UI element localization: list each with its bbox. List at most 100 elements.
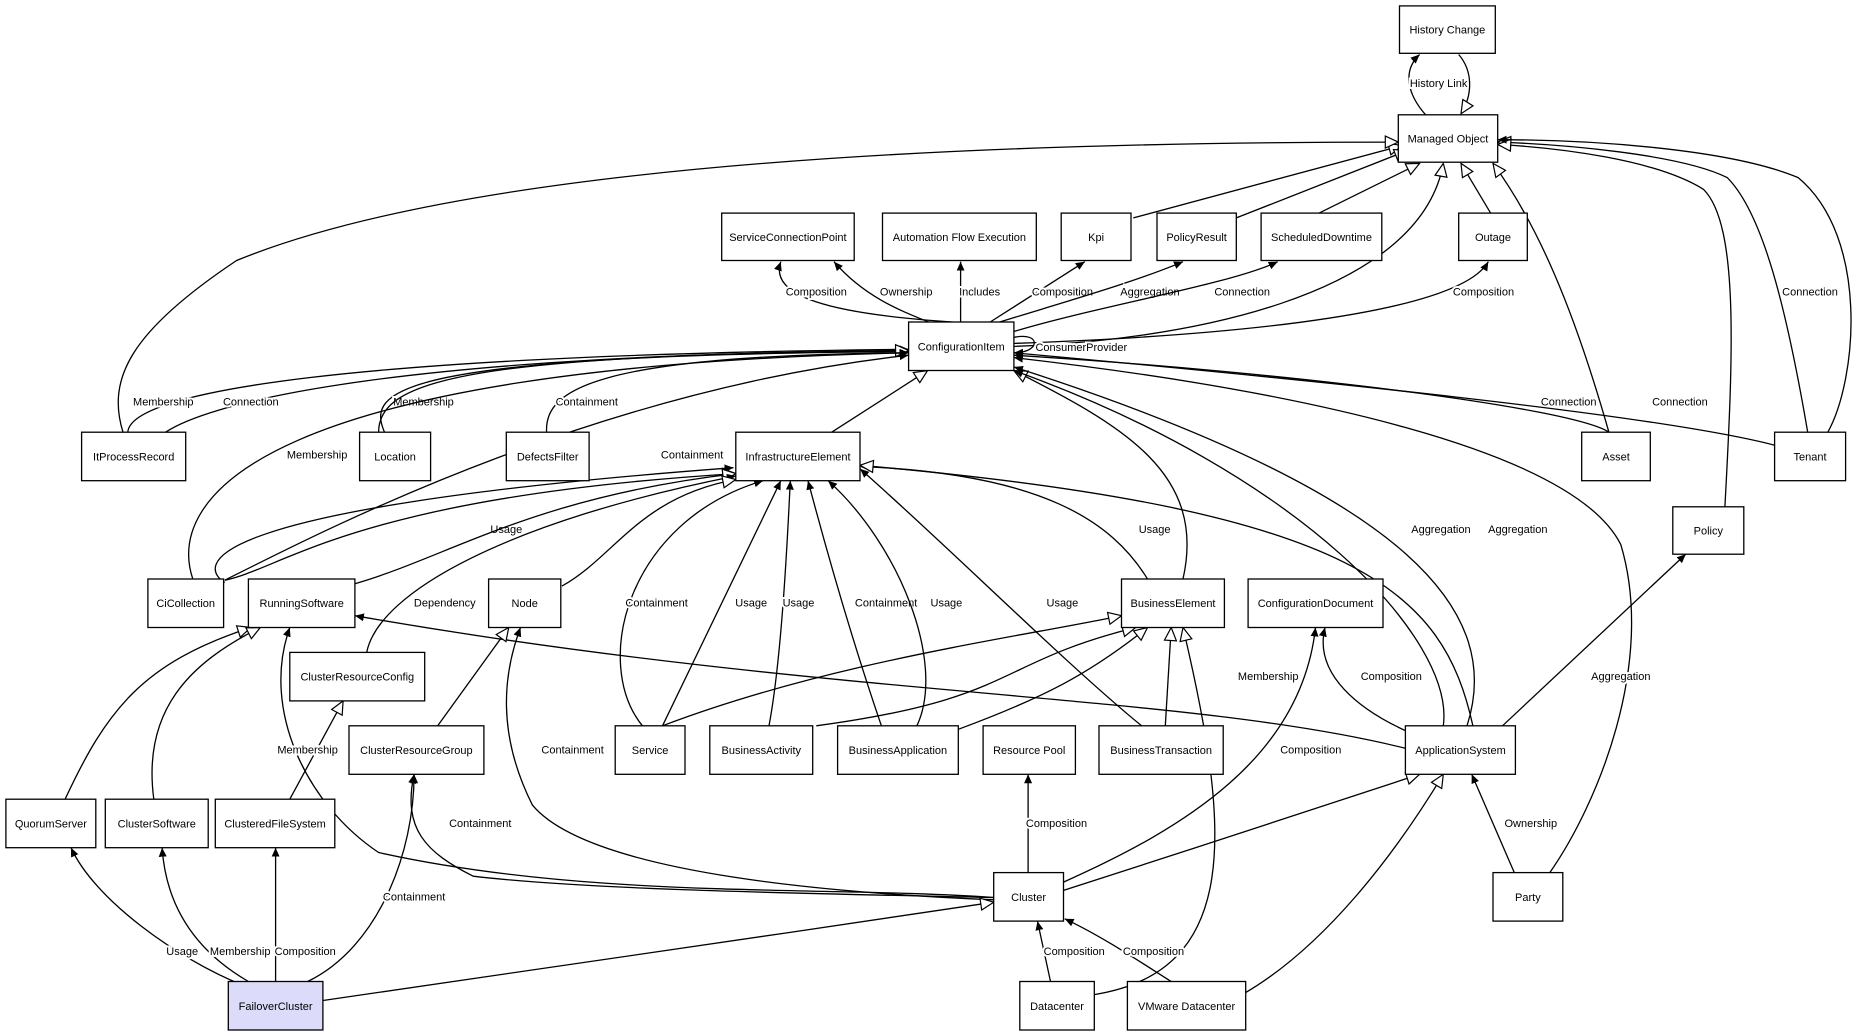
edge-label: Membership bbox=[133, 396, 194, 408]
node-business-activity[interactable]: BusinessActivity bbox=[709, 725, 814, 775]
node-label: BusinessTransaction bbox=[1110, 745, 1212, 757]
node-business-application[interactable]: BusinessApplication bbox=[836, 725, 959, 775]
node-node[interactable]: Node bbox=[487, 578, 562, 629]
node-asset[interactable]: Asset bbox=[1581, 431, 1651, 482]
node-datacenter[interactable]: Datacenter bbox=[1019, 980, 1095, 1031]
node-policy-result[interactable]: PolicyResult bbox=[1156, 212, 1237, 262]
edge-line bbox=[1318, 162, 1421, 214]
edge-failover-cluster-to-cluster-resource-group: Containment bbox=[307, 774, 447, 983]
edge-label: Composition bbox=[1044, 946, 1105, 958]
node-cluster-resource-group[interactable]: ClusterResourceGroup bbox=[348, 725, 485, 775]
node-outage[interactable]: Outage bbox=[1458, 212, 1528, 262]
node-label: QuorumServer bbox=[15, 819, 87, 831]
node-tenant[interactable]: Tenant bbox=[1773, 431, 1847, 482]
edge-label: Containment bbox=[449, 818, 511, 830]
edge-cluster-to-node: Containment bbox=[505, 627, 994, 901]
node-history-change[interactable]: History Change bbox=[1398, 5, 1496, 54]
edge-service-to-infrastructure-element: Containment bbox=[619, 479, 764, 727]
node-location[interactable]: Location bbox=[358, 431, 432, 482]
edge-it-process-record-to-configuration-item: Connection bbox=[165, 346, 909, 433]
node-label: PolicyResult bbox=[1166, 232, 1227, 244]
edge-line bbox=[224, 352, 909, 581]
node-quorum-server[interactable]: QuorumServer bbox=[5, 798, 97, 849]
node-box bbox=[348, 725, 485, 775]
edge-line bbox=[989, 261, 1086, 323]
edge-business-application-to-infrastructure-element: Containment bbox=[806, 480, 919, 727]
edge-label: Aggregation bbox=[1591, 671, 1650, 683]
node-cluster[interactable]: Cluster bbox=[993, 871, 1065, 922]
node-defects-filter[interactable]: DefectsFilter bbox=[505, 431, 590, 482]
edge-party-to-application-system: Ownership bbox=[1471, 774, 1559, 873]
edge-label: Connection bbox=[1782, 286, 1838, 298]
edge-tenant-to-configuration-item: Connection bbox=[1013, 349, 1775, 446]
node-label: Datacenter bbox=[1030, 1001, 1084, 1013]
node-ci-collection[interactable]: CiCollection bbox=[147, 578, 225, 629]
node-service[interactable]: Service bbox=[614, 725, 686, 775]
node-resource-pool[interactable]: Resource Pool bbox=[982, 725, 1077, 775]
edge-defects-filter-to-configuration-item: Containment bbox=[545, 348, 909, 433]
node-party[interactable]: Party bbox=[1492, 871, 1564, 922]
edge-line bbox=[1492, 162, 1610, 433]
edge-application-system-to-policy bbox=[1502, 553, 1687, 727]
node-label: ClusterSoftware bbox=[118, 819, 196, 831]
node-business-transaction[interactable]: BusinessTransaction bbox=[1098, 725, 1224, 775]
edge-business-application-to-business-element bbox=[958, 626, 1149, 730]
edge-line bbox=[214, 464, 734, 584]
node-box bbox=[709, 725, 814, 775]
node-label: RunningSoftware bbox=[260, 598, 344, 610]
node-application-system[interactable]: ApplicationSystem bbox=[1404, 725, 1517, 775]
edge-cluster-resource-group-to-node bbox=[437, 626, 510, 727]
node-box bbox=[147, 578, 225, 629]
edge-line bbox=[1408, 54, 1427, 116]
node-box bbox=[1098, 725, 1224, 775]
node-cluster-software[interactable]: ClusterSoftware bbox=[104, 798, 209, 849]
edge-service-to-business-element bbox=[662, 611, 1123, 727]
node-cluster-resource-config[interactable]: ClusterResourceConfig bbox=[289, 651, 426, 702]
node-label: History Change bbox=[1409, 25, 1485, 37]
node-managed-object[interactable]: Managed Object bbox=[1397, 114, 1499, 163]
node-label: FailoverCluster bbox=[239, 1001, 313, 1013]
edge-label: Connection bbox=[1541, 396, 1597, 408]
node-label: ScheduledDowntime bbox=[1271, 232, 1372, 244]
node-configuration-item[interactable]: ConfigurationItem bbox=[907, 321, 1015, 372]
node-vmware-datacenter[interactable]: VMware Datacenter bbox=[1126, 980, 1247, 1031]
edge-line bbox=[70, 847, 243, 986]
edge-business-transaction-to-business-element bbox=[1163, 626, 1178, 726]
node-clustered-file-system[interactable]: ClusteredFileSystem bbox=[214, 798, 336, 849]
node-service-connection-point[interactable]: ServiceConnectionPoint bbox=[721, 212, 855, 262]
edge-line bbox=[1094, 626, 1216, 996]
node-failover-cluster[interactable]: FailoverCluster bbox=[227, 980, 324, 1031]
node-box bbox=[614, 725, 686, 775]
node-label: Outage bbox=[1475, 232, 1511, 244]
node-scheduled-downtime[interactable]: ScheduledDowntime bbox=[1260, 212, 1383, 262]
edge-label: Membership bbox=[287, 450, 348, 462]
edge-label: ConsumerProvider bbox=[1035, 342, 1127, 354]
edge-line bbox=[768, 480, 794, 726]
node-label: Automation Flow Execution bbox=[893, 232, 1026, 244]
node-box bbox=[80, 431, 187, 482]
edge-line bbox=[1497, 135, 1852, 433]
node-it-process-record[interactable]: ItProcessRecord bbox=[80, 431, 187, 482]
node-business-element[interactable]: BusinessElement bbox=[1120, 578, 1226, 629]
edge-label: Containment bbox=[855, 598, 917, 610]
edge-business-activity-to-business-element bbox=[816, 624, 1138, 727]
edge-line bbox=[993, 161, 1448, 348]
node-infrastructure-element[interactable]: InfrastructureElement bbox=[735, 431, 861, 482]
edge-line bbox=[1012, 369, 1188, 580]
node-policy[interactable]: Policy bbox=[1672, 506, 1745, 555]
node-configuration-document[interactable]: ConfigurationDocument bbox=[1247, 578, 1384, 629]
edge-cluster-to-resource-pool: Composition bbox=[1024, 774, 1089, 873]
node-running-software[interactable]: RunningSoftware bbox=[247, 578, 356, 629]
edge-label: Membership bbox=[210, 946, 271, 958]
edge-line bbox=[289, 699, 344, 800]
edge-line bbox=[1013, 369, 1445, 726]
edge-label: Membership bbox=[393, 396, 454, 408]
edge-label: Composition bbox=[1453, 286, 1514, 298]
edge-line bbox=[1496, 135, 1809, 433]
edge-line bbox=[354, 468, 738, 585]
edge-managed-object-to-history-change: History Link bbox=[1408, 54, 1470, 116]
node-box bbox=[214, 798, 336, 849]
node-kpi[interactable]: Kpi bbox=[1060, 212, 1132, 262]
node-label: Policy bbox=[1694, 525, 1724, 537]
node-automation-flow-execution[interactable]: Automation Flow Execution bbox=[881, 212, 1037, 262]
